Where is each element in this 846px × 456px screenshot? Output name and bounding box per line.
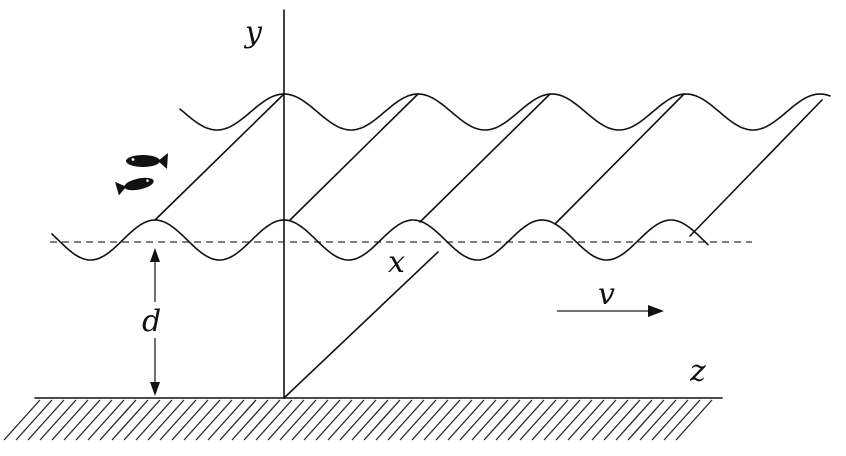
hatch-stroke <box>219 399 257 441</box>
sea-floor-hatching <box>3 399 713 441</box>
hatch-stroke <box>315 399 353 441</box>
front-wave-surface <box>51 219 709 261</box>
hatch-stroke <box>195 399 233 441</box>
velocity-arrow <box>557 305 664 317</box>
hatch-stroke <box>567 399 605 441</box>
hatch-stroke <box>639 399 677 441</box>
depth-arrow <box>150 248 160 396</box>
hatch-stroke <box>87 399 125 441</box>
hatch-stroke <box>279 399 317 441</box>
hatch-stroke <box>555 399 593 441</box>
hatch-stroke <box>3 399 41 441</box>
hatch-stroke <box>435 399 473 441</box>
hatch-stroke <box>387 399 425 441</box>
hatch-stroke <box>255 399 293 441</box>
crest-line <box>419 93 551 223</box>
wave-crest-lines <box>154 93 823 237</box>
hatch-stroke <box>411 399 449 441</box>
hatch-stroke <box>603 399 641 441</box>
hatch-stroke <box>39 399 77 441</box>
hatch-stroke <box>207 399 245 441</box>
hatch-stroke <box>99 399 137 441</box>
fish-icon <box>126 153 168 169</box>
hatch-stroke <box>663 399 701 441</box>
hatch-stroke <box>423 399 461 441</box>
velocity-label: v <box>598 277 615 312</box>
hatch-stroke <box>519 399 557 441</box>
hatch-stroke <box>339 399 377 441</box>
hatch-stroke <box>459 399 497 441</box>
hatch-stroke <box>123 399 161 441</box>
hatch-stroke <box>267 399 305 441</box>
hatch-stroke <box>51 399 89 441</box>
hatch-stroke <box>375 399 413 441</box>
hatch-stroke <box>171 399 209 441</box>
hatch-stroke <box>507 399 545 441</box>
hatch-stroke <box>675 399 713 441</box>
hatch-stroke <box>183 399 221 441</box>
fish-icon <box>115 177 154 196</box>
hatch-stroke <box>363 399 401 441</box>
hatch-stroke <box>243 399 281 441</box>
hatch-stroke <box>351 399 389 441</box>
hatch-stroke <box>483 399 521 441</box>
hatch-stroke <box>63 399 101 441</box>
crest-line <box>289 93 419 221</box>
hatch-stroke <box>651 399 689 441</box>
z-axis-label: z <box>689 354 706 389</box>
hatch-stroke <box>111 399 149 441</box>
crest-line <box>689 99 823 237</box>
crest-line <box>154 93 285 221</box>
hatch-stroke <box>27 399 65 441</box>
crest-line <box>554 93 685 225</box>
hatch-stroke <box>327 399 365 441</box>
hatch-stroke <box>591 399 629 441</box>
hatch-stroke <box>447 399 485 441</box>
hatch-stroke <box>75 399 113 441</box>
x-axis-label: x <box>388 245 405 280</box>
hatch-stroke <box>627 399 665 441</box>
hatch-stroke <box>579 399 617 441</box>
hatch-stroke <box>231 399 269 441</box>
y-axis-label: y <box>243 15 263 50</box>
hatch-stroke <box>495 399 533 441</box>
hatch-stroke <box>531 399 569 441</box>
hatch-stroke <box>615 399 653 441</box>
hatch-stroke <box>303 399 341 441</box>
hatch-stroke <box>159 399 197 441</box>
hatch-stroke <box>147 399 185 441</box>
x-axis <box>283 251 439 399</box>
hatch-stroke <box>15 399 53 441</box>
depth-label: d <box>142 304 161 339</box>
hatch-stroke <box>543 399 581 441</box>
hatch-stroke <box>471 399 509 441</box>
hatch-stroke <box>135 399 173 441</box>
back-wave-crest <box>179 93 831 131</box>
hatch-stroke <box>291 399 329 441</box>
hatch-stroke <box>399 399 437 441</box>
